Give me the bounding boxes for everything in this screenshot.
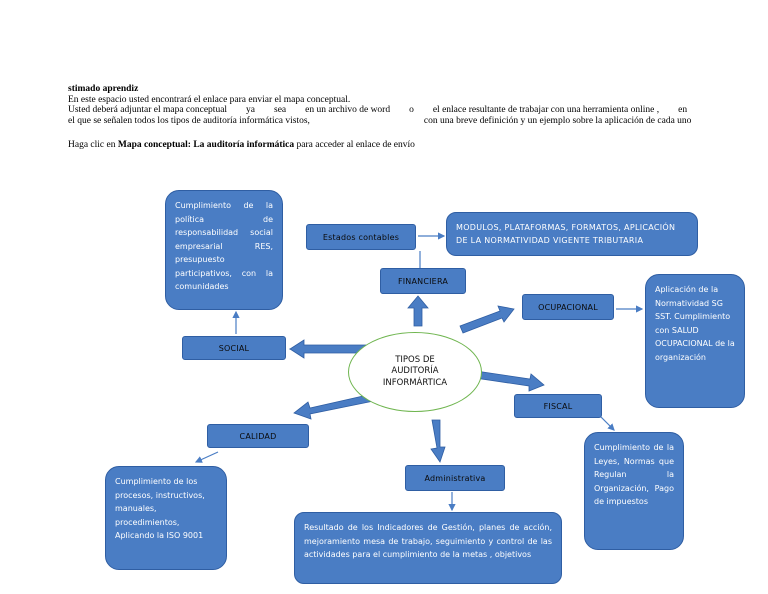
text-social: Cumplimiento de la política de responsab… [165,190,283,310]
text-estados-contables: MODULOS, PLATAFORMAS, FORMATOS, APLICACI… [446,212,698,256]
arrow-to-ocupacional [459,305,515,334]
text-ocupacional: Aplicación de la Normatividad SG SST. Cu… [645,274,745,408]
text-administrativa: Resultado de los Indicadores de Gestión,… [294,512,562,584]
label-financiera: FINANCIERA [380,268,466,294]
arrow-to-administrativa [430,419,446,463]
connector-calidad [194,451,219,463]
arrow-to-fiscal [474,370,545,392]
label-calidad: CALIDAD [207,424,309,448]
label-estados-contables: Estados contables [306,224,416,250]
arrow-to-calidad [293,393,375,420]
concept-map-link[interactable]: Mapa conceptual: La auditoría informátic… [117,140,295,150]
label-administrativa: Administrativa [405,465,505,491]
center-node: TIPOS DE AUDITORÍA INFORMÁRTICA [348,332,482,412]
label-ocupacional: OCUPACIONAL [522,294,614,320]
label-fiscal: FISCAL [514,394,602,418]
text-fiscal: Cumplimiento de la Leyes, Normas que Reg… [584,432,684,550]
instruction-line-2: Usted deberá adjuntar el mapa conceptual… [68,105,688,115]
instruction-line-3: el que se señalen todos los tipos de aud… [68,115,692,126]
instruction-line-1: En este espacio usted encontrará el enla… [68,94,351,105]
instructions-block: stimado aprendiz En este espacio usted e… [68,84,708,151]
greeting: stimado aprendiz [68,84,139,94]
arrow-to-financiera [407,295,429,327]
label-social: SOCIAL [182,336,286,360]
submission-line: Haga clic en Mapa conceptual: La auditor… [68,140,415,150]
text-calidad: Cumplimiento de los procesos, instructiv… [105,466,227,570]
